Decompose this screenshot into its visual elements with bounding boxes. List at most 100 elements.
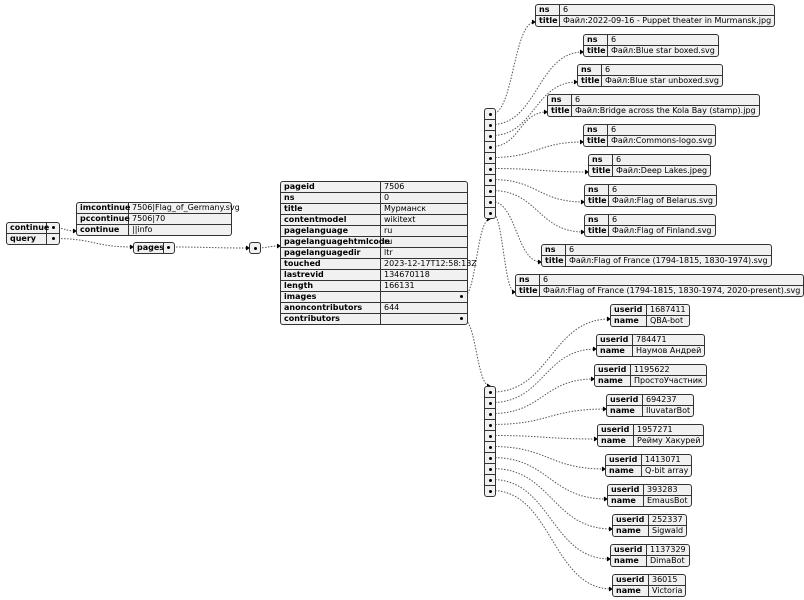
array-item-dot[interactable]: [485, 207, 495, 218]
array-item-dot[interactable]: [485, 441, 495, 452]
continue-object: imcontinue 7506|Flag_of_Germany.svg pcco…: [76, 202, 240, 236]
key: pagelanguagehtmlcode: [281, 237, 390, 247]
key: continue: [77, 225, 129, 235]
array-item-dot[interactable]: [485, 163, 495, 174]
value-ns: 6: [543, 275, 549, 284]
array-item-dot[interactable]: [485, 130, 495, 141]
array-item-dot[interactable]: [485, 408, 495, 419]
value: 0: [384, 193, 390, 202]
array-item-dot[interactable]: [485, 474, 495, 485]
key: userid: [611, 545, 647, 555]
link-dot[interactable]: [47, 234, 59, 244]
link-dot[interactable]: [164, 243, 174, 253]
value-name: Рейму Хакурей: [637, 436, 701, 445]
key: title: [536, 16, 560, 26]
array-item-dot[interactable]: [485, 174, 495, 185]
contributors-array: [484, 386, 496, 497]
key: title: [548, 106, 572, 116]
pages-object: [249, 242, 261, 254]
value-title: Файл:Flag of Belarus.svg: [612, 196, 713, 205]
key: ns: [585, 215, 609, 225]
value-ns: 6: [563, 5, 569, 14]
connector-image: [491, 141, 584, 158]
value-userid: 694237: [646, 395, 677, 404]
connector-query: [54, 238, 134, 248]
value-name: IluvatarBot: [646, 406, 691, 415]
array-item-dot[interactable]: [485, 463, 495, 474]
value: 166131: [384, 281, 415, 290]
key: name: [606, 466, 642, 476]
key: title: [585, 226, 609, 236]
array-item-dot[interactable]: [485, 109, 495, 119]
connector-contributor: [491, 348, 597, 403]
continue-row: continue ||info: [77, 224, 231, 235]
link-dot[interactable]: [381, 314, 467, 324]
connector-image: [491, 168, 589, 173]
value-userid: 252337: [652, 515, 683, 524]
value-name: ПростоУчастник: [634, 376, 703, 385]
key: contributors: [281, 314, 381, 324]
key: userid: [607, 395, 643, 405]
key: userid: [606, 455, 642, 465]
continue-row: imcontinue 7506|Flag_of_Germany.svg: [77, 203, 240, 213]
root-object: continue query: [6, 222, 60, 245]
value-name: QBA-bot: [650, 316, 684, 325]
array-item-dot[interactable]: [485, 419, 495, 430]
value: Мурманск: [384, 204, 427, 213]
key: name: [595, 376, 631, 386]
key: name: [608, 496, 644, 506]
connector-contributor: [491, 318, 611, 393]
array-item-dot[interactable]: [485, 196, 495, 207]
array-item-dot[interactable]: [485, 397, 495, 408]
key: length: [281, 281, 381, 291]
connector-image: [491, 212, 516, 293]
array-item-dot[interactable]: [485, 430, 495, 441]
array-item-dot[interactable]: [485, 387, 495, 397]
array-item-dot[interactable]: [485, 185, 495, 196]
connector-contributor: [491, 435, 598, 440]
key: name: [611, 316, 647, 326]
key: name: [613, 586, 649, 596]
value: ru: [384, 226, 393, 235]
array-item-dot[interactable]: [485, 485, 495, 496]
link-dot[interactable]: [250, 243, 260, 253]
array-item-dot[interactable]: [485, 119, 495, 130]
value-title: Файл:Bridge across the Kola Bay (stamp).…: [575, 106, 756, 115]
connector-image: [491, 190, 585, 233]
key: userid: [598, 425, 634, 435]
key: lastrevid: [281, 270, 381, 280]
link-dot[interactable]: [381, 292, 467, 302]
link-dot[interactable]: [47, 223, 59, 233]
array-item-dot[interactable]: [485, 152, 495, 163]
value-title: Файл:Flag of France (1794-1815, 1830-197…: [543, 286, 801, 295]
array-item-dot[interactable]: [485, 141, 495, 152]
key: ns: [542, 245, 566, 255]
value-ns: 6: [605, 65, 611, 74]
key: name: [613, 526, 649, 536]
value-title: Файл:Commons-logo.svg: [611, 136, 713, 145]
array-item-dot[interactable]: [485, 452, 495, 463]
